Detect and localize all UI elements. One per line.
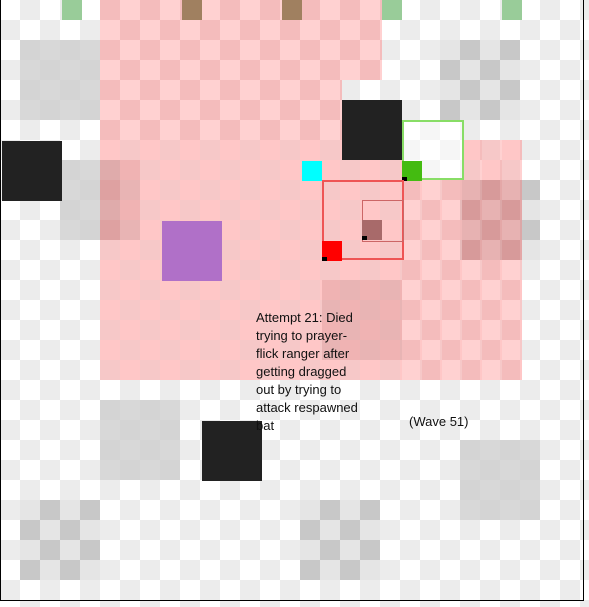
danger-zone-shade xyxy=(100,160,140,240)
player-tile-corner xyxy=(322,257,327,261)
spawn-tile-green xyxy=(62,0,82,20)
brown-npc-small xyxy=(362,220,382,240)
green-outline-area xyxy=(402,120,464,180)
danger-zone-shade xyxy=(322,280,402,360)
spawn-tile-green xyxy=(382,0,402,20)
map-border-left xyxy=(0,0,1,601)
grey-zone-bottom-center xyxy=(300,500,380,580)
danger-zone-main xyxy=(100,140,402,380)
grey-zone-left xyxy=(60,160,120,240)
green-marker-corner xyxy=(402,177,407,181)
grey-zone-top-left xyxy=(20,40,100,120)
player-tile xyxy=(322,241,342,261)
grey-zone-lower-left xyxy=(100,400,180,480)
map-border-bottom xyxy=(0,600,584,601)
ranger-marker xyxy=(302,161,322,181)
map-border-right xyxy=(583,0,584,601)
pillar-left xyxy=(2,141,62,201)
spawn-tile-green xyxy=(502,0,522,20)
npc-tile-brown xyxy=(182,0,202,20)
npc-tile-brown xyxy=(282,0,302,20)
danger-zone-right xyxy=(402,180,522,380)
pillar-south xyxy=(202,421,262,481)
grey-zone-bottom-left xyxy=(20,500,100,580)
danger-zone-top xyxy=(100,0,382,80)
grey-zone-lower-right xyxy=(460,440,540,520)
attempt-note: Attempt 21: Died trying to prayer- flick… xyxy=(256,310,358,433)
wave-label: (Wave 51) xyxy=(409,414,469,429)
danger-zone-shade xyxy=(462,180,522,260)
brown-npc-corner xyxy=(362,236,367,240)
grey-zone-top-right xyxy=(440,40,520,120)
green-marker xyxy=(402,161,422,181)
danger-zone-right-top xyxy=(462,140,522,180)
pillar-north xyxy=(342,100,402,160)
danger-zone-top-mid xyxy=(100,80,342,140)
npc-purple xyxy=(162,221,222,281)
grey-zone-right xyxy=(460,180,540,260)
